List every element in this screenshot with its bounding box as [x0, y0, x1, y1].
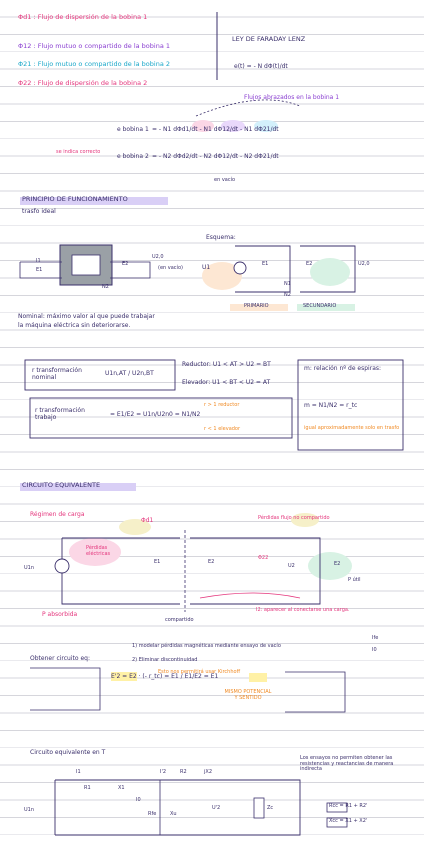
label-t-rfe: Rfe	[148, 811, 157, 817]
label-t-zc: Zc	[267, 805, 274, 811]
eq-bobina2-lhs: e bobina 2	[117, 153, 149, 160]
r-frac: U1n,AT / U2n,BT	[105, 370, 154, 377]
label-u2o-esquema: U2,0	[358, 261, 370, 267]
label-u1-esquema: U1	[202, 264, 211, 271]
paso-1: 1) modelar pérdidas magnéticas mediante …	[132, 643, 281, 649]
label-n2-ideal: N2	[102, 284, 109, 290]
circuito-t-label: Circuito equivalente en T	[30, 749, 106, 756]
aparecer-label: I2: aparecer al conectarse una carga.	[256, 607, 350, 613]
label-e2-ideal: E2	[122, 261, 129, 267]
trafo-ideal-label: trasfo ideal	[22, 208, 56, 215]
r-trabajo-eq: = E1/E2 = U1n/U2n0 = N1/N2	[110, 411, 201, 418]
ensayos-note: Los ensayos no permiten obtener las resi…	[300, 755, 394, 772]
phi-22-label: Φ22	[258, 555, 269, 561]
compartido-label: compartido	[165, 617, 194, 623]
eq-bobina2-rhs: = - N2 dΦd2/dt - N2 dΦ12/dt - N2 dΦ21/dt	[152, 153, 279, 160]
secundario-label: SECUNDARIO	[303, 303, 337, 309]
label-e1-main: E1	[154, 559, 161, 565]
flux-def-22: Φ22 : Flujo de dispersión de la bobina 2	[18, 79, 148, 87]
flux-note: Flujos abrazados en la bobina 1	[244, 94, 340, 101]
label-t-x1: X1	[118, 785, 125, 791]
paso-2: 2) Eliminar discontinuidad	[132, 657, 198, 663]
nominal-def: Nominal: máximo valor al que puede traba…	[18, 313, 155, 320]
label-e1-ideal: E1	[36, 267, 43, 273]
paso-2b: Esto nos permitirá usar Kirchhoff	[158, 669, 241, 675]
label-n2: N2	[284, 292, 291, 298]
perdidas-flujo: Pérdidas flujo no compartido	[258, 515, 330, 521]
label-t-i2p: I'2	[160, 769, 167, 775]
primario-label: PRIMARIO	[244, 303, 269, 309]
regimen-carga: Régimen de carga	[30, 511, 85, 518]
rcc-formula: Rcc = R1 + R2'	[329, 803, 368, 809]
label-vacio: (en vacío)	[158, 265, 183, 271]
label-t-xu: Xu	[170, 811, 177, 817]
m-formula: m = N1/N2 = r_tc	[304, 402, 358, 409]
label-t-x2: jX2	[204, 769, 212, 775]
label-ife: Ife	[372, 635, 379, 641]
label-t-r1: R1	[84, 785, 91, 791]
flux-def-d1: Φd1 : Flujo de dispersión de la bobina 1	[18, 13, 148, 21]
label-e1-esquema: E1	[262, 261, 269, 267]
m-note: igual aproximadamente solo en trasfo	[304, 425, 400, 431]
faraday-title: LEY DE FARADAY LENZ	[232, 35, 306, 43]
label-u2-main: U2	[288, 563, 295, 569]
label-e2-main: E2	[208, 559, 215, 565]
elevador-def: Elevador: U1 < BT < U2 = AT	[182, 379, 271, 386]
perdidas-electricas: Pérdidas eléctricas	[86, 545, 111, 557]
flux-def-12: Φ12 : Flujo mutuo o compartido de la bob…	[18, 42, 171, 50]
label-t-i1: I1	[76, 769, 81, 775]
nominal-def-2: la máquina eléctrica sin deteriorarse.	[18, 322, 131, 329]
eq-bobina1-rhs: = - N1 dΦd1/dt - N1 dΦ12/dt - N1 dΦ21/dt	[152, 126, 279, 133]
esquema-label: Esquema:	[206, 234, 236, 241]
mismo-potencial: MISMO POTENCIAL Y SENTIDO	[224, 689, 272, 701]
label-n1: N1	[284, 281, 291, 287]
elevador-label: r < 1 elevador	[204, 426, 241, 432]
label-u1n: U1n	[24, 565, 35, 571]
r-transformacion-nominal: r transformación nominal	[32, 367, 82, 381]
label-t-i0: I0	[136, 797, 141, 803]
section-principio: PRINCIPIO DE FUNCIONAMIENTO	[22, 195, 128, 203]
label-e2-esquema: E2	[306, 261, 313, 267]
label-u2o: U2,0	[152, 254, 164, 260]
label-i0: I0	[372, 647, 377, 653]
flux-def-21: Φ21 : Flujo mutuo o compartido de la bob…	[18, 60, 171, 68]
xcc-formula: Xcc = X1 + X2'	[329, 818, 368, 824]
en-vacio-label: en vacío	[214, 177, 236, 183]
m-label: m: relación nº de espiras:	[304, 365, 382, 372]
eq-bobina1-lhs: e bobina 1	[117, 126, 149, 133]
label-i1: I1	[36, 258, 41, 264]
label-t-r2: R2	[180, 769, 187, 775]
e-eq: E'2 = E2 · (- r_tc) = E1 / E1/E2 = E1	[111, 673, 219, 680]
obtener-label: Obtener circuito eq:	[30, 655, 90, 662]
section-circuito: CIRCUITO EQUIVALENTE	[22, 481, 101, 489]
phi-d1-label: Φd1	[141, 517, 154, 524]
reductor-label: r > 1 reductor	[204, 402, 240, 408]
label-t-u2p: U'2	[212, 805, 221, 811]
label-t-u1n: U1n	[24, 807, 35, 813]
p-util: P útil	[348, 577, 361, 583]
label-e2-load: E2	[334, 561, 341, 567]
faraday-formula: e(t) = - N dΦ(t)/dt	[234, 63, 288, 70]
p-absorbida: P absorbida	[42, 611, 78, 618]
r-transformacion-trabajo: r transformación trabajo	[35, 407, 85, 421]
eq-note: se indica correcto	[56, 149, 101, 155]
reductor-def: Reductor: U1 < AT > U2 = BT	[182, 361, 271, 368]
